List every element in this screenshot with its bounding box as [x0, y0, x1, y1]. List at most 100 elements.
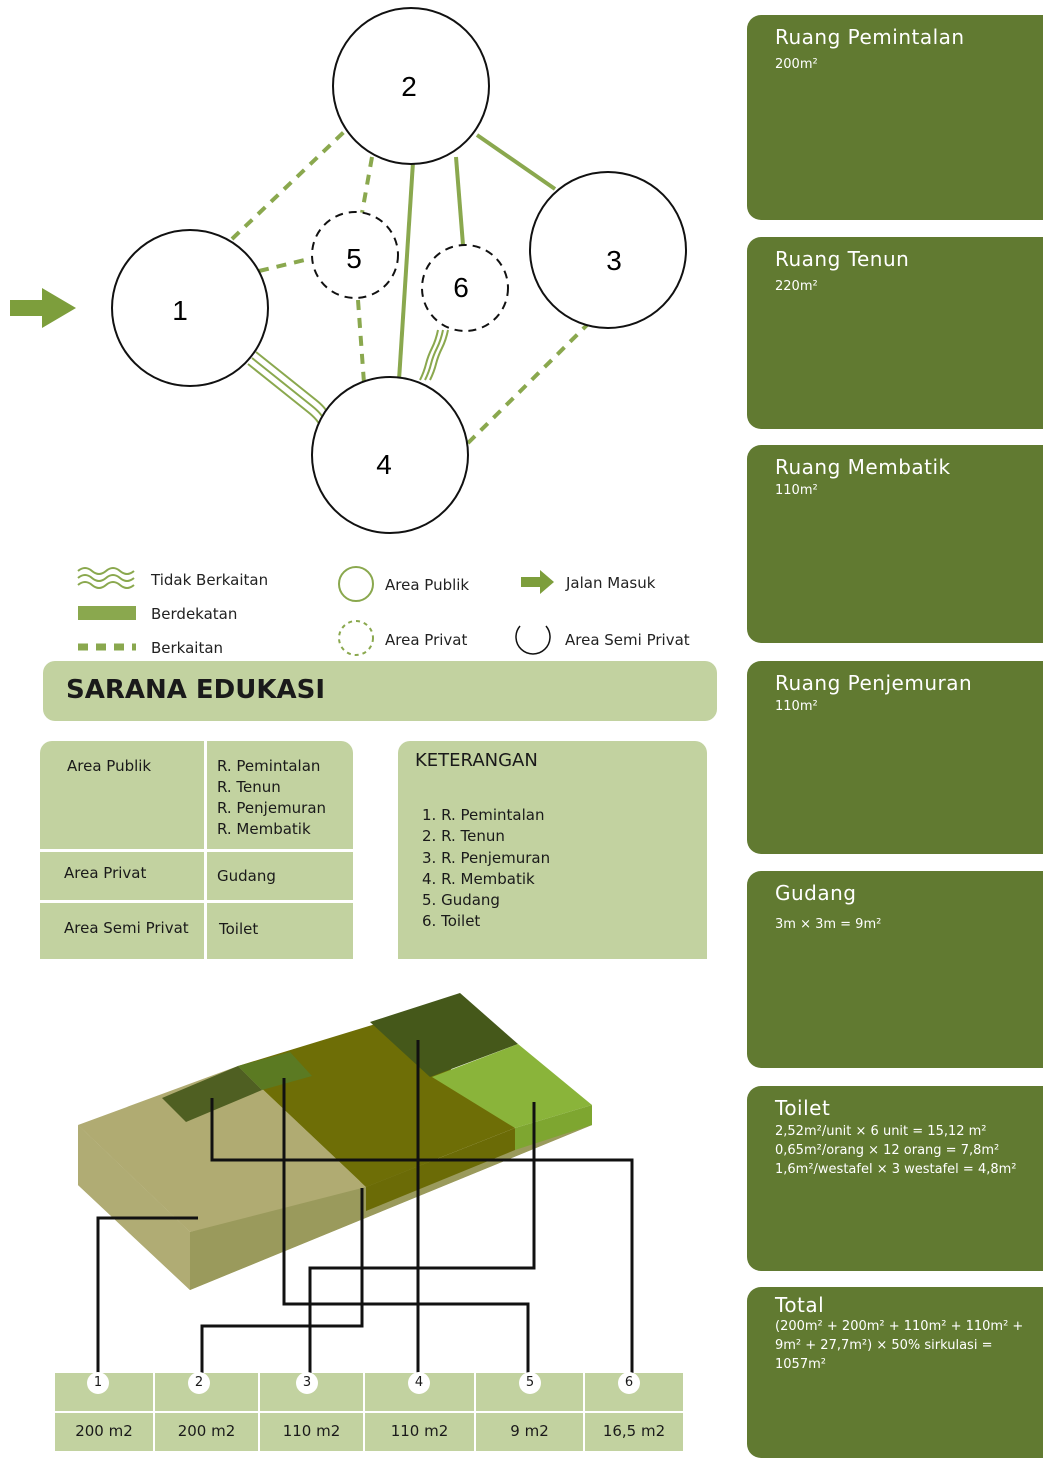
block-side-2 — [366, 1128, 515, 1211]
block-number: 4 — [408, 1372, 430, 1394]
zone-top-4 — [432, 1044, 592, 1128]
bubble-3-label: 3 — [606, 245, 622, 276]
room-panel-detail: 220m² — [775, 279, 818, 294]
legend-berkaitan: Berkaitan — [151, 639, 224, 657]
leader-line-2 — [210, 1098, 634, 1375]
block-area: 110 m2 — [282, 1422, 341, 1440]
relation-line-5-4 — [356, 299, 366, 384]
room-panel-title: Ruang Pemintalan — [775, 25, 965, 49]
legend-tidak-berkaitan: Tidak Berkaitan — [151, 571, 269, 589]
leader-line-6 — [200, 1188, 364, 1375]
block-number: 6 — [618, 1372, 640, 1394]
bubble-1 — [111, 229, 269, 387]
room-panel-pemintalan: Ruang Pemintalan 200m² — [747, 15, 1043, 220]
bubble-5 — [311, 211, 399, 299]
keterangan-item: 3. R. Penjemuran — [422, 849, 551, 867]
room-panel-detail: 200m² — [775, 57, 818, 72]
room-panel-membatik: Ruang Membatik 110m² — [747, 445, 1043, 643]
area-cell — [365, 1413, 474, 1451]
bubble-6 — [421, 244, 509, 332]
legend-public-icon — [338, 566, 374, 602]
zone-row-semi-privat — [40, 903, 204, 959]
block-number: 3 — [296, 1372, 318, 1394]
area-cell — [585, 1413, 683, 1451]
legend-jalan-masuk: Jalan Masuk — [566, 574, 656, 592]
area-cell — [55, 1413, 153, 1451]
zone-top-3 — [370, 993, 518, 1077]
keterangan-item: 2. R. Tenun — [422, 827, 505, 845]
room-panel-detail: 2,52m²/unit × 6 unit = 15,12 m² 0,65m²/o… — [775, 1124, 1017, 1177]
zone-top-2 — [238, 1018, 515, 1187]
legend-area-privat: Area Privat — [385, 631, 468, 649]
block-number: 5 — [519, 1372, 541, 1394]
keterangan-item: 4. R. Membatik — [422, 870, 535, 888]
relation-line-2-4 — [397, 161, 415, 381]
zone-room: Toilet — [219, 920, 259, 938]
keterangan-item: 1. R. Pemintalan — [422, 806, 545, 824]
area-cell — [155, 1413, 258, 1451]
relation-line-1-5 — [258, 256, 314, 273]
room-panel-title: Toilet — [775, 1096, 831, 1120]
legend-area-publik: Area Publik — [385, 576, 470, 594]
room-panel-penjemuran: Ruang Penjemuran 110m² — [747, 661, 1043, 854]
block-area: 110 m2 — [390, 1422, 449, 1440]
leader-line-1 — [96, 1216, 198, 1375]
room-panel-detail: (200m² + 200m² + 110m² + 110m² + 9m² + 2… — [775, 1319, 1024, 1372]
legend-wavy-icon — [77, 567, 135, 589]
room-panel-title: Gudang — [775, 881, 857, 905]
zone-rooms-publik — [207, 741, 353, 849]
zone-rooms-privat — [207, 852, 353, 900]
block-area: 200 m2 — [177, 1422, 236, 1440]
block-mass-3d — [78, 993, 634, 1375]
legend-berdekatan: Berdekatan — [151, 605, 238, 623]
relation-line-6-4 — [419, 329, 449, 381]
zone-row-privat — [40, 852, 204, 900]
keterangan-item: 5. Gudang — [422, 891, 500, 909]
block-area: 200 m2 — [75, 1422, 133, 1440]
legend-private-icon — [338, 620, 374, 656]
bubble-4 — [311, 376, 469, 534]
zone-top-1 — [78, 1066, 366, 1232]
block-area: 16,5 m2 — [602, 1422, 666, 1440]
bubble-4-label: 4 — [376, 449, 392, 480]
zone-top-6 — [238, 1052, 312, 1090]
room-panel-detail: 110m² — [775, 699, 818, 714]
leader-line-3 — [282, 1078, 530, 1375]
zone-label-privat: Area Privat — [64, 864, 147, 882]
legend-solid-icon — [78, 606, 136, 620]
room-panel-tenun: Ruang Tenun 220m² — [747, 237, 1043, 429]
relation-line-2-3 — [475, 133, 557, 191]
bubble-2 — [332, 7, 490, 165]
room-panel-title: Ruang Membatik — [775, 455, 951, 479]
bubble-3 — [529, 171, 687, 329]
page-title: SARANA EDUKASI — [66, 675, 326, 705]
bubble-6-label: 6 — [453, 272, 469, 303]
zone-rooms-semi-privat — [207, 903, 353, 959]
room-panel-detail: 3m × 3m = 9m² — [775, 917, 882, 932]
room-panel-detail: 110m² — [775, 483, 818, 498]
zone-row-publik — [40, 741, 204, 849]
legend-arrow-icon — [521, 570, 554, 594]
zone-label-publik: Area Publik — [67, 757, 152, 775]
relation-line-1-4 — [247, 351, 329, 427]
block-number: 2 — [188, 1372, 210, 1394]
zone-room: R. Pemintalan — [217, 757, 321, 775]
legend-area-semi-privat: Area Semi Privat — [565, 631, 690, 649]
title-banner: SARANA EDUKASI — [43, 661, 717, 721]
area-cell — [260, 1413, 363, 1451]
relation-line-2-6 — [454, 156, 465, 246]
relation-line-3-4 — [464, 320, 592, 447]
entrance-arrow-icon — [10, 288, 76, 328]
keterangan-box — [398, 741, 707, 959]
zone-top-5 — [162, 1066, 262, 1122]
block-number: 1 — [87, 1372, 109, 1394]
block-area: 9 m2 — [510, 1422, 549, 1440]
keterangan-title: KETERANGAN — [415, 750, 538, 771]
zone-room: R. Membatik — [217, 820, 311, 838]
room-panel-total: Total (200m² + 200m² + 110m² + 110m² + 9… — [747, 1287, 1043, 1458]
zone-label-semi-privat: Area Semi Privat — [64, 919, 189, 937]
room-panel-toilet: Toilet 2,52m²/unit × 6 unit = 15,12 m² 0… — [747, 1086, 1043, 1271]
room-panel-title: Ruang Tenun — [775, 247, 910, 271]
bubble-diagram: 1 2 3 4 5 6 — [10, 7, 687, 656]
legend-semi-private-icon — [515, 625, 551, 655]
